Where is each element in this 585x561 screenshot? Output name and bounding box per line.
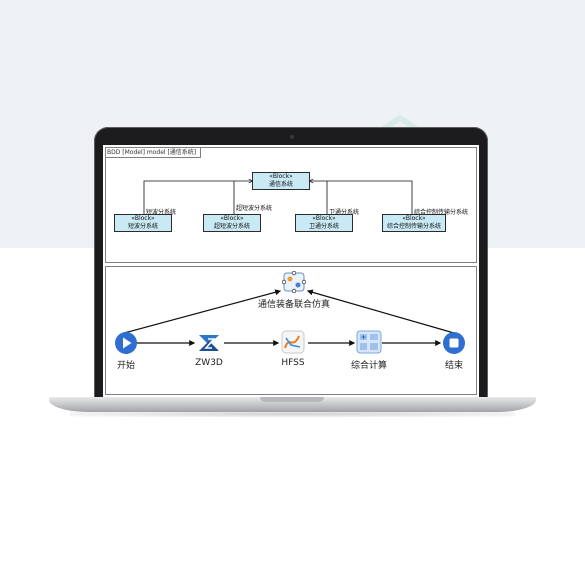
zw3d-logo-icon[interactable] <box>196 331 222 355</box>
edge-label-ultrashortwave: 超短波分系统 <box>236 205 273 212</box>
block-stereotype: «Block» <box>402 215 426 222</box>
node-label-end: 结束 <box>444 361 464 371</box>
block-stereotype: «Block» <box>312 215 336 222</box>
block-ultrashortwave[interactable]: «Block» 超短波分系统 <box>203 214 261 232</box>
laptop-base <box>49 397 536 412</box>
block-stereotype: «Block» <box>131 215 155 222</box>
block-name: 综合控制传输分系统 <box>386 223 441 230</box>
hfss-logo-icon[interactable] <box>280 329 306 355</box>
diagram-connectors <box>143 148 413 214</box>
block-name: 短波分系统 <box>127 223 158 230</box>
node-label-zw3d: ZW3D <box>195 358 223 368</box>
workflow-connectors <box>123 289 455 346</box>
block-shortwave[interactable]: «Block» 短波分系统 <box>114 214 172 232</box>
block-stereotype: «Block» <box>220 215 244 222</box>
block-control[interactable]: «Block» 综合控制传输分系统 <box>382 214 446 232</box>
block-definition-diagram: BDD [Model] model [通信系统] «Block» 通信系统 短波 <box>105 147 477 263</box>
edge-label-satcom: 卫通分系统 <box>329 209 360 216</box>
calculator-grid-icon[interactable] <box>356 330 382 354</box>
block-satcom[interactable]: «Block» 卫通分系统 <box>295 214 353 232</box>
block-stereotype: «Block» <box>269 173 293 180</box>
block-name: 卫通分系统 <box>308 223 339 230</box>
cosimulation-icon[interactable] <box>282 271 306 293</box>
stop-icon[interactable] <box>442 331 466 355</box>
node-label-start: 开始 <box>116 361 136 371</box>
block-root[interactable]: «Block» 通信系统 <box>252 172 310 190</box>
edge-label-control: 综合控制传输分系统 <box>414 209 469 216</box>
cosimulation-workflow: 通信装备联合仿真 开始 ZW3D HFSS <box>105 266 477 395</box>
laptop-notch <box>260 397 324 402</box>
block-name: 通信系统 <box>268 181 293 188</box>
node-label-calc: 综合计算 <box>350 361 388 371</box>
node-label-hfss: HFSS <box>281 358 305 368</box>
block-name: 超短波分系统 <box>213 223 250 230</box>
cosimulation-label: 通信装备联合仿真 <box>257 300 331 310</box>
play-icon[interactable] <box>114 331 138 355</box>
laptop-screen: BDD [Model] model [通信系统] «Block» 通信系统 短波 <box>103 145 479 397</box>
laptop-shadow <box>70 411 515 417</box>
camera-icon <box>290 135 294 139</box>
laptop-lid: BDD [Model] model [通信系统] «Block» 通信系统 短波 <box>94 127 488 401</box>
diagram-tab[interactable]: BDD [Model] model [通信系统] <box>106 148 202 158</box>
edge-label-shortwave: 短波分系统 <box>146 209 177 216</box>
